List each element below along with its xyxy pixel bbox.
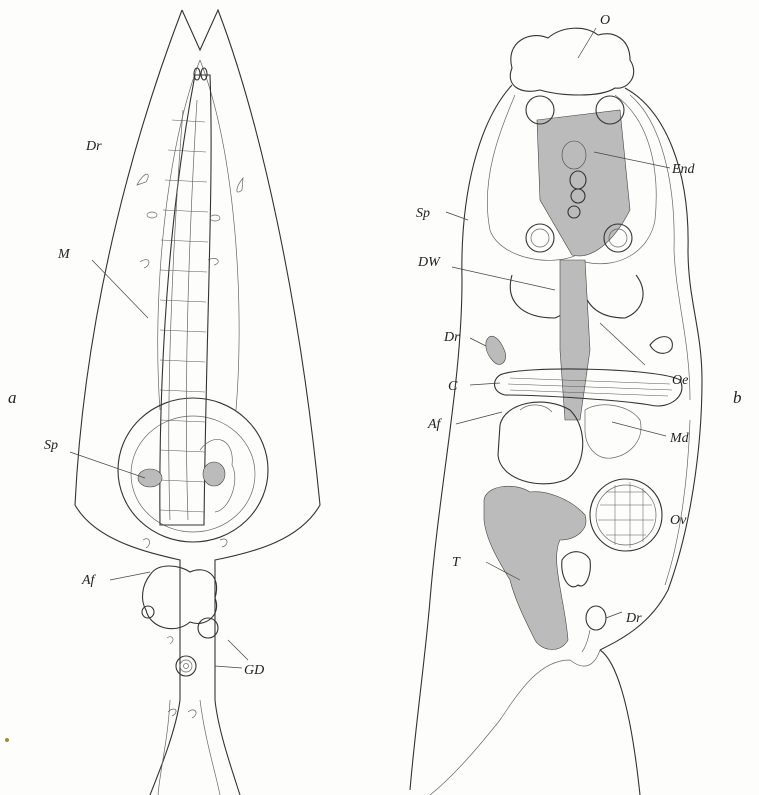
label-b-dw: DW	[417, 255, 441, 270]
panel-letter-b: b	[733, 388, 742, 407]
label-b-ov: Ov	[670, 513, 687, 528]
label-a-sp: Sp	[44, 438, 58, 453]
label-b-md: Md	[669, 431, 690, 446]
label-b-o: O	[600, 13, 610, 28]
label-b-dr-lower: Dr	[625, 611, 642, 626]
label-b-oe: Oe	[672, 373, 688, 388]
panel-letter-a: a	[8, 388, 17, 407]
label-a-af: Af	[81, 573, 97, 588]
label-b-end: End	[671, 162, 696, 177]
ink-dot	[5, 738, 9, 742]
label-b-c: C	[448, 379, 458, 394]
label-b-af: Af	[427, 417, 443, 432]
panel-b-specimen	[410, 28, 702, 795]
label-a-gd: GD	[244, 663, 264, 678]
panel-a-specimen	[75, 10, 320, 795]
label-b-sp: Sp	[416, 206, 430, 221]
label-b-t: T	[452, 555, 461, 570]
label-b-dr-upper: Dr	[443, 330, 460, 345]
label-a-m: M	[57, 247, 71, 262]
label-a-dr: Dr	[85, 139, 102, 154]
panel-a-leaders	[70, 260, 248, 668]
